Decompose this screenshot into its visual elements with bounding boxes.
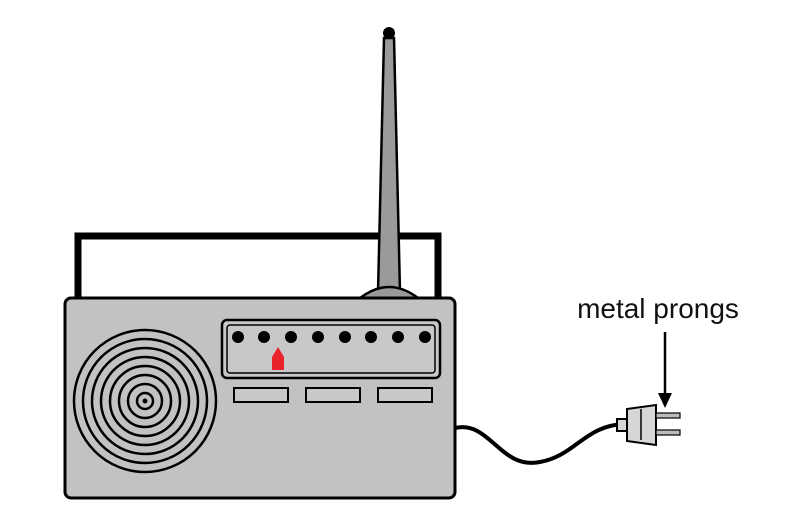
radio-button-3 xyxy=(377,387,433,403)
antenna xyxy=(356,27,422,300)
radio-button-2 xyxy=(305,387,361,403)
antenna-base xyxy=(356,285,422,300)
label-arrow xyxy=(658,332,672,408)
radio-handle xyxy=(74,232,442,300)
metal-prongs-label: metal prongs xyxy=(577,293,739,324)
antenna-tip xyxy=(383,27,395,39)
power-cord xyxy=(454,422,626,465)
speaker xyxy=(72,328,218,474)
tuning-pointer xyxy=(272,347,284,370)
tuning-dots xyxy=(232,331,431,343)
metal-prongs xyxy=(655,412,681,436)
radio-button-1 xyxy=(233,387,289,403)
tuning-panel xyxy=(220,318,442,380)
plug xyxy=(616,403,657,447)
